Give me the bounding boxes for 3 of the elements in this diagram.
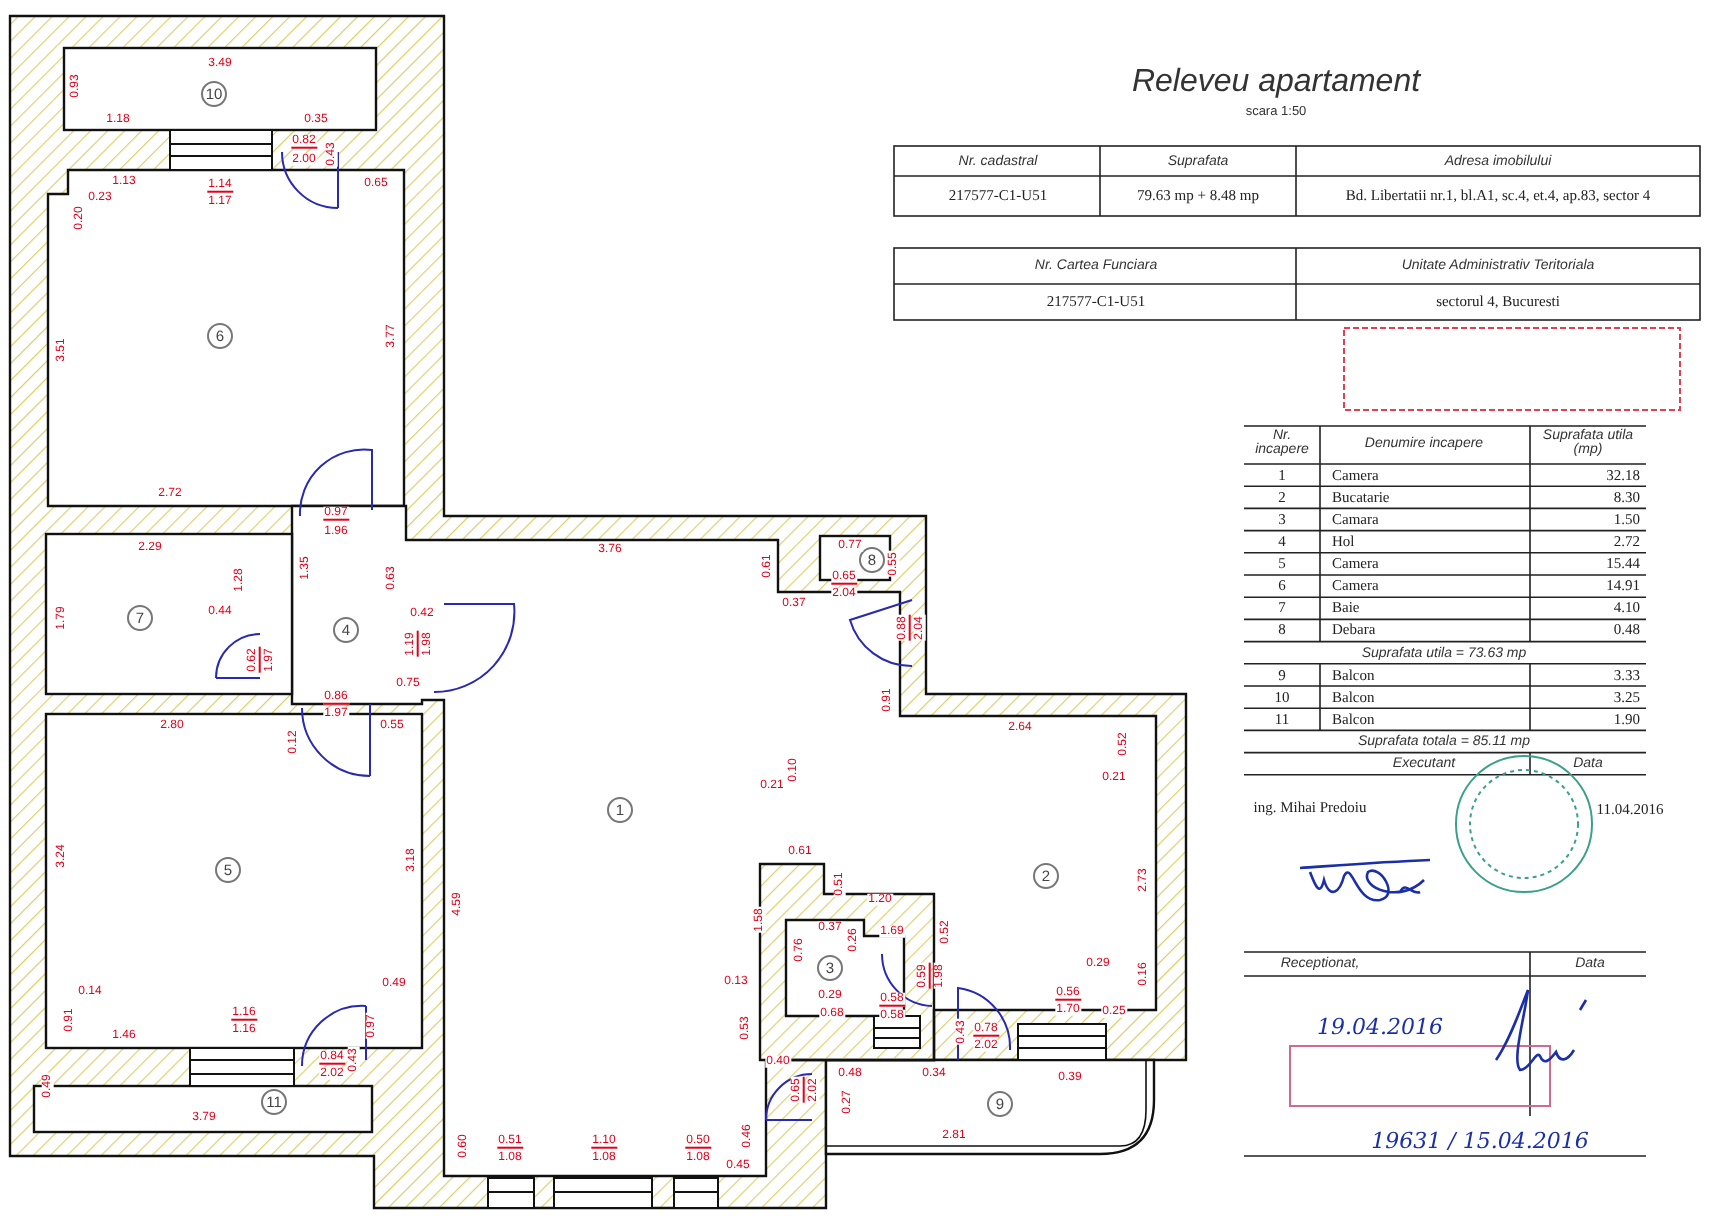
title: Releveu apartament <box>1131 67 1421 101</box>
handwritten-note: 19631 / 15.04.2016 <box>1371 1130 1589 1154</box>
handwritten-note: 19.04.2016 <box>1317 1016 1443 1040</box>
